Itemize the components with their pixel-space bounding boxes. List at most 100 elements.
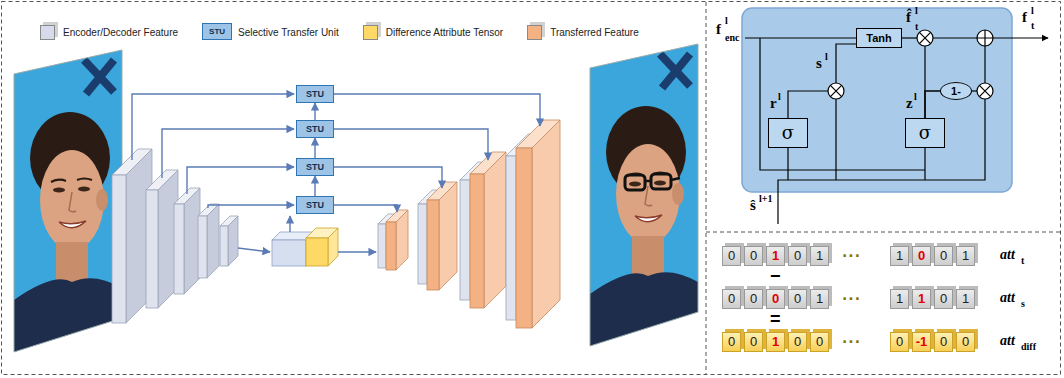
legend-text: Selective Transfer Unit [238, 27, 339, 39]
math-symbol: l [725, 16, 728, 26]
block-front [470, 174, 484, 308]
vector-cell: 0 [744, 332, 763, 352]
feature-block [386, 210, 408, 270]
wire [187, 167, 294, 194]
block-front [220, 226, 228, 266]
operator-circle [977, 83, 993, 99]
stu-panel [742, 8, 1012, 192]
wire [334, 167, 442, 188]
vector-cell: 1 [912, 289, 931, 309]
stu-box: STU [296, 196, 334, 214]
math-symbol: f [1022, 10, 1027, 25]
math-symbol: l+1 [759, 194, 772, 204]
vector-cell: 1 [890, 289, 909, 309]
panel-divider [706, 232, 1060, 233]
stu-box: STU [296, 120, 334, 138]
legend-swatch [527, 25, 542, 40]
block-side [228, 216, 238, 266]
glasses-frame [645, 178, 680, 181]
input-face [14, 50, 122, 352]
math-symbol: l [914, 92, 917, 102]
wire [334, 129, 488, 160]
product-operator [977, 83, 993, 99]
block-front [506, 156, 516, 320]
operator-sign [919, 32, 930, 43]
math-symbol: f̂ [906, 10, 911, 25]
output-image [590, 44, 698, 346]
block-front [146, 190, 158, 308]
vector-cell: 1 [956, 289, 975, 309]
node-text: 1- [951, 85, 961, 97]
sigmoid-box: σ [905, 118, 945, 148]
block-side [396, 210, 408, 270]
face-copy [14, 50, 122, 352]
vector-cell: 0 [744, 289, 763, 309]
math-symbol: t [915, 22, 918, 32]
legend-text: Encoder/Decoder Feature [63, 27, 178, 39]
wire [972, 90, 977, 91]
math-symbol: l [778, 92, 781, 102]
feature-block [220, 216, 238, 266]
operator-sign: = [770, 310, 781, 328]
sum-operator [977, 30, 993, 46]
sigmoid-box: σ [768, 118, 808, 148]
block-side [207, 204, 219, 278]
vector-cell: 0 [722, 246, 741, 266]
vector-cell: 0 [934, 246, 953, 266]
vector-cell: 0 [956, 332, 975, 352]
node-text: STU [306, 162, 324, 172]
wire [334, 205, 397, 212]
block-front [427, 200, 439, 290]
block-front [386, 222, 396, 270]
math-symbol: s [816, 56, 822, 71]
wire [338, 251, 376, 252]
block-front [378, 224, 386, 268]
block-front [306, 238, 328, 266]
wire [902, 37, 917, 38]
wire [788, 91, 828, 118]
vector-cell: 0 [890, 332, 909, 352]
wire [162, 129, 294, 178]
wire [289, 216, 290, 232]
vector-cell: 0 [722, 332, 741, 352]
vector-cell: 0 [934, 289, 953, 309]
wire [208, 205, 294, 208]
feature-block [470, 152, 506, 308]
vector-cell: 0 [934, 332, 953, 352]
face-copy [590, 44, 698, 346]
block-front [112, 175, 126, 323]
node-text: STU [306, 89, 324, 99]
vector-cell: 0 [722, 289, 741, 309]
vector-name: att [1000, 248, 1015, 262]
legend-symbol-text: STU [209, 27, 225, 36]
node-text: STU [306, 124, 324, 134]
math-symbol: t [1031, 21, 1034, 31]
product-operator [917, 30, 933, 46]
vector-cell: 0 [788, 289, 807, 309]
ellipsis: ··· [842, 292, 861, 306]
math-symbol: l [1031, 6, 1034, 16]
vector-subscript: t [1021, 256, 1024, 266]
operator-circle [828, 83, 844, 99]
block-side [439, 182, 457, 290]
connector [314, 103, 315, 120]
wire [760, 38, 925, 170]
wire [132, 94, 294, 160]
vector-cell: 0 [810, 332, 829, 352]
math-symbol: z [906, 96, 913, 111]
vector-cell: 1 [810, 246, 829, 266]
vector-cell: 1 [890, 246, 909, 266]
vector-cell: 1 [956, 246, 975, 266]
operator-circle [917, 30, 933, 46]
stu-box: STU [296, 85, 334, 103]
legend-text: Difference Attribute Tensor [386, 27, 503, 39]
feature-block [198, 204, 219, 278]
wire [787, 148, 788, 180]
vector-cell: 1 [766, 246, 785, 266]
vector-cell: -1 [912, 332, 931, 352]
wire [993, 37, 1048, 38]
vector-name: att [1000, 291, 1015, 305]
